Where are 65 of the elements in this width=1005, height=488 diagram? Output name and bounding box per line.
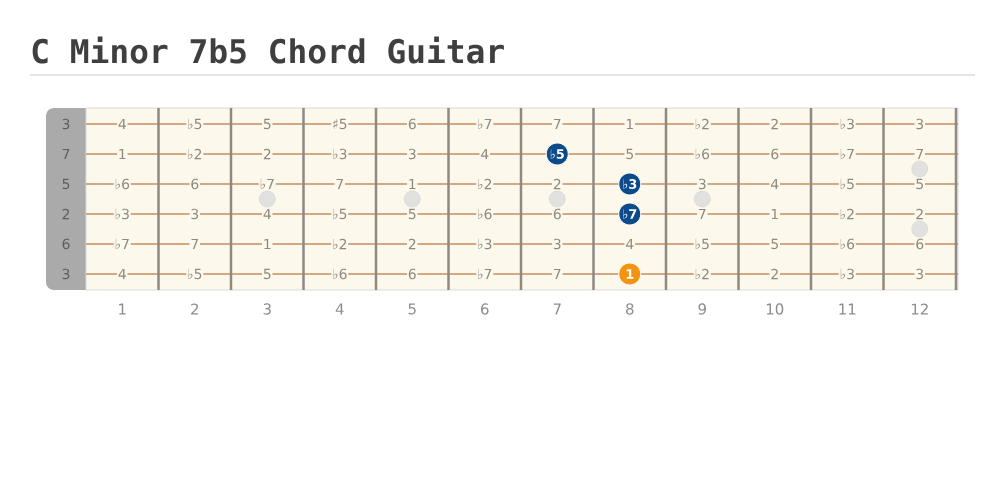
interval-label: 2 (407, 238, 418, 250)
string-label: 7 (62, 148, 70, 160)
interval-label: 2 (262, 148, 273, 160)
interval-label: 1 (117, 148, 128, 160)
interval-label: 2 (914, 208, 925, 220)
fret-number: 10 (766, 303, 784, 315)
fret-number: 3 (263, 303, 271, 315)
string-label: 3 (62, 118, 70, 130)
interval-label: 7 (914, 148, 925, 160)
interval-label: 5 (769, 238, 780, 250)
interval-label: 6 (407, 117, 418, 131)
interval-label: 1 (407, 178, 418, 190)
fret-number: 4 (335, 303, 344, 315)
string-label: 2 (62, 208, 70, 220)
fret-number: 9 (698, 303, 706, 315)
interval-label: 7 (334, 178, 345, 190)
fret-number: 11 (839, 303, 856, 315)
interval-label: ♭7 (476, 268, 494, 280)
interval-label: ♭7 (258, 178, 276, 190)
interval-label: 6 (769, 147, 780, 161)
interval-label: 4 (117, 118, 128, 130)
interval-label: 3 (697, 177, 708, 191)
interval-label: 5 (262, 268, 273, 280)
title: C Minor 7b5 Chord Guitar (32, 36, 504, 64)
interval-label: ♭7 (113, 238, 131, 250)
interval-label: 4 (769, 178, 780, 190)
fret-number: 12 (911, 303, 928, 315)
interval-label: 5 (262, 118, 273, 130)
interval-label: 1 (262, 238, 273, 250)
interval-label: 4 (624, 238, 635, 250)
interval-label: 5 (407, 208, 418, 220)
interval-label: 3 (914, 267, 925, 281)
interval-label: ♭7 (476, 118, 494, 130)
fret-number: 6 (481, 303, 489, 315)
interval-label: 2 (769, 118, 780, 130)
string-label: 3 (62, 268, 70, 280)
interval-label: 5 (624, 148, 635, 160)
interval-label: 2 (552, 178, 563, 190)
interval-label: 3 (189, 207, 200, 221)
interval-label: 4 (262, 208, 273, 220)
interval-label: 6 (552, 207, 563, 221)
interval-label: 7 (552, 268, 563, 280)
interval-label: 2 (769, 268, 780, 280)
fret-number: 5 (408, 303, 416, 315)
interval-label: 3 (914, 117, 925, 131)
string-label: 5 (62, 178, 70, 190)
fret-number: 7 (553, 303, 561, 315)
interval-label: 4 (479, 148, 490, 160)
interval-label: 6 (914, 237, 925, 251)
interval-label: 1 (769, 208, 780, 220)
interval-label: 4 (117, 268, 128, 280)
interval-label: 7 (552, 118, 563, 130)
interval-label: 1 (624, 118, 635, 130)
interval-label: 7 (189, 238, 200, 250)
interval-label: 5 (914, 178, 925, 190)
string-label: 6 (62, 238, 70, 250)
interval-label: 3 (552, 237, 563, 251)
fret-number: 1 (119, 303, 126, 315)
fret-number: 2 (191, 303, 198, 315)
interval-label: 3 (407, 147, 418, 161)
interval-label: ♭7 (838, 148, 856, 160)
interval-label: 6 (407, 267, 418, 281)
fret-number: 8 (626, 303, 634, 315)
interval-label: 6 (189, 177, 200, 191)
interval-label: 7 (697, 208, 708, 220)
